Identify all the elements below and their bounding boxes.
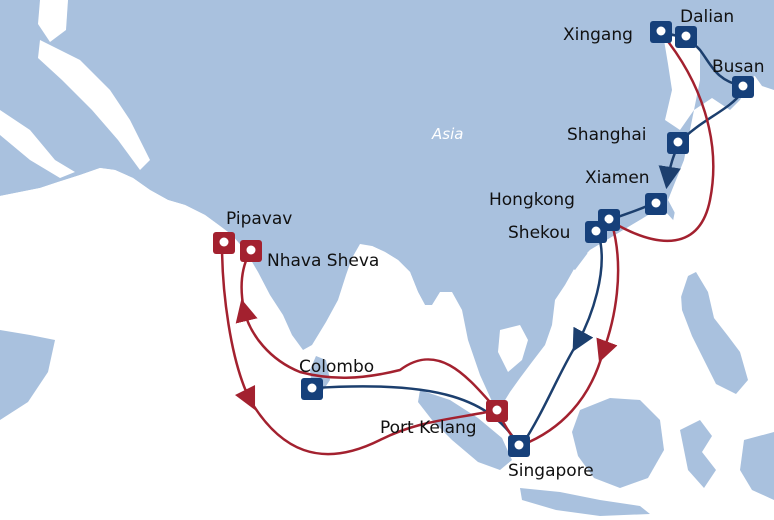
- gulf-of-thailand: [498, 325, 528, 372]
- red-sea: [0, 110, 75, 178]
- port-marker-dalian[interactable]: [675, 26, 697, 48]
- port-marker-shanghai[interactable]: [667, 132, 689, 154]
- route-red-southern-loop: [248, 399, 498, 456]
- caspian-sea: [38, 0, 68, 42]
- route-red-pipavav-down: [220, 243, 256, 411]
- port-marker-nhava-sheva[interactable]: [240, 240, 262, 262]
- route-red-hongkong-singapore: [596, 223, 620, 363]
- route-blue-shekou-singapore: [572, 231, 603, 352]
- port-label-busan: Busan: [712, 57, 765, 77]
- yellow-sea: [664, 30, 700, 130]
- korea: [700, 30, 730, 98]
- persian-gulf: [38, 40, 150, 170]
- java: [520, 488, 650, 516]
- region-label-asia: Asia: [431, 125, 463, 143]
- new-guinea: [740, 432, 774, 500]
- port-label-nhava-sheva: Nhava Sheva: [267, 251, 379, 271]
- port-label-singapore: Singapore: [508, 461, 594, 481]
- route-red-xingang-south: [611, 33, 715, 242]
- port-label-port-kelang: Port Kelang: [380, 418, 477, 438]
- sumatra: [418, 390, 512, 470]
- port-marker-colombo[interactable]: [301, 378, 323, 400]
- asia-mainland: [0, 0, 774, 408]
- port-label-xingang: Xingang: [563, 25, 633, 45]
- port-marker-xingang[interactable]: [650, 21, 672, 43]
- borneo: [572, 398, 664, 488]
- port-marker-shekou[interactable]: [585, 221, 607, 243]
- port-marker-busan[interactable]: [732, 76, 754, 98]
- route-red-singapore-lower: [521, 351, 605, 447]
- port-label-colombo: Colombo: [299, 357, 374, 377]
- port-marker-singapore[interactable]: [508, 435, 530, 457]
- japan: [736, 0, 774, 90]
- port-marker-xiamen[interactable]: [645, 193, 667, 215]
- route-red-kelang-nhava: [235, 299, 498, 411]
- sulawesi: [680, 420, 716, 488]
- route-blue-singapore-lower: [520, 341, 580, 446]
- port-label-xiamen: Xiamen: [585, 168, 650, 188]
- port-marker-port-kelang[interactable]: [486, 400, 508, 422]
- port-label-dalian: Dalian: [680, 7, 734, 27]
- port-label-shanghai: Shanghai: [567, 125, 646, 145]
- philippines: [680, 272, 748, 394]
- east-china-sea: [668, 98, 750, 230]
- port-marker-pipavav[interactable]: [213, 232, 235, 254]
- bay-of-bengal: [340, 246, 446, 388]
- arabian-sea: [0, 168, 240, 320]
- south-china-sea: [532, 210, 690, 410]
- africa-horn: [0, 330, 55, 420]
- port-label-shekou: Shekou: [508, 223, 570, 243]
- port-label-hongkong: Hongkong: [489, 190, 575, 210]
- route-blue-xingang-dalian-busan: [661, 30, 743, 88]
- port-label-pipavav: Pipavav: [226, 209, 292, 229]
